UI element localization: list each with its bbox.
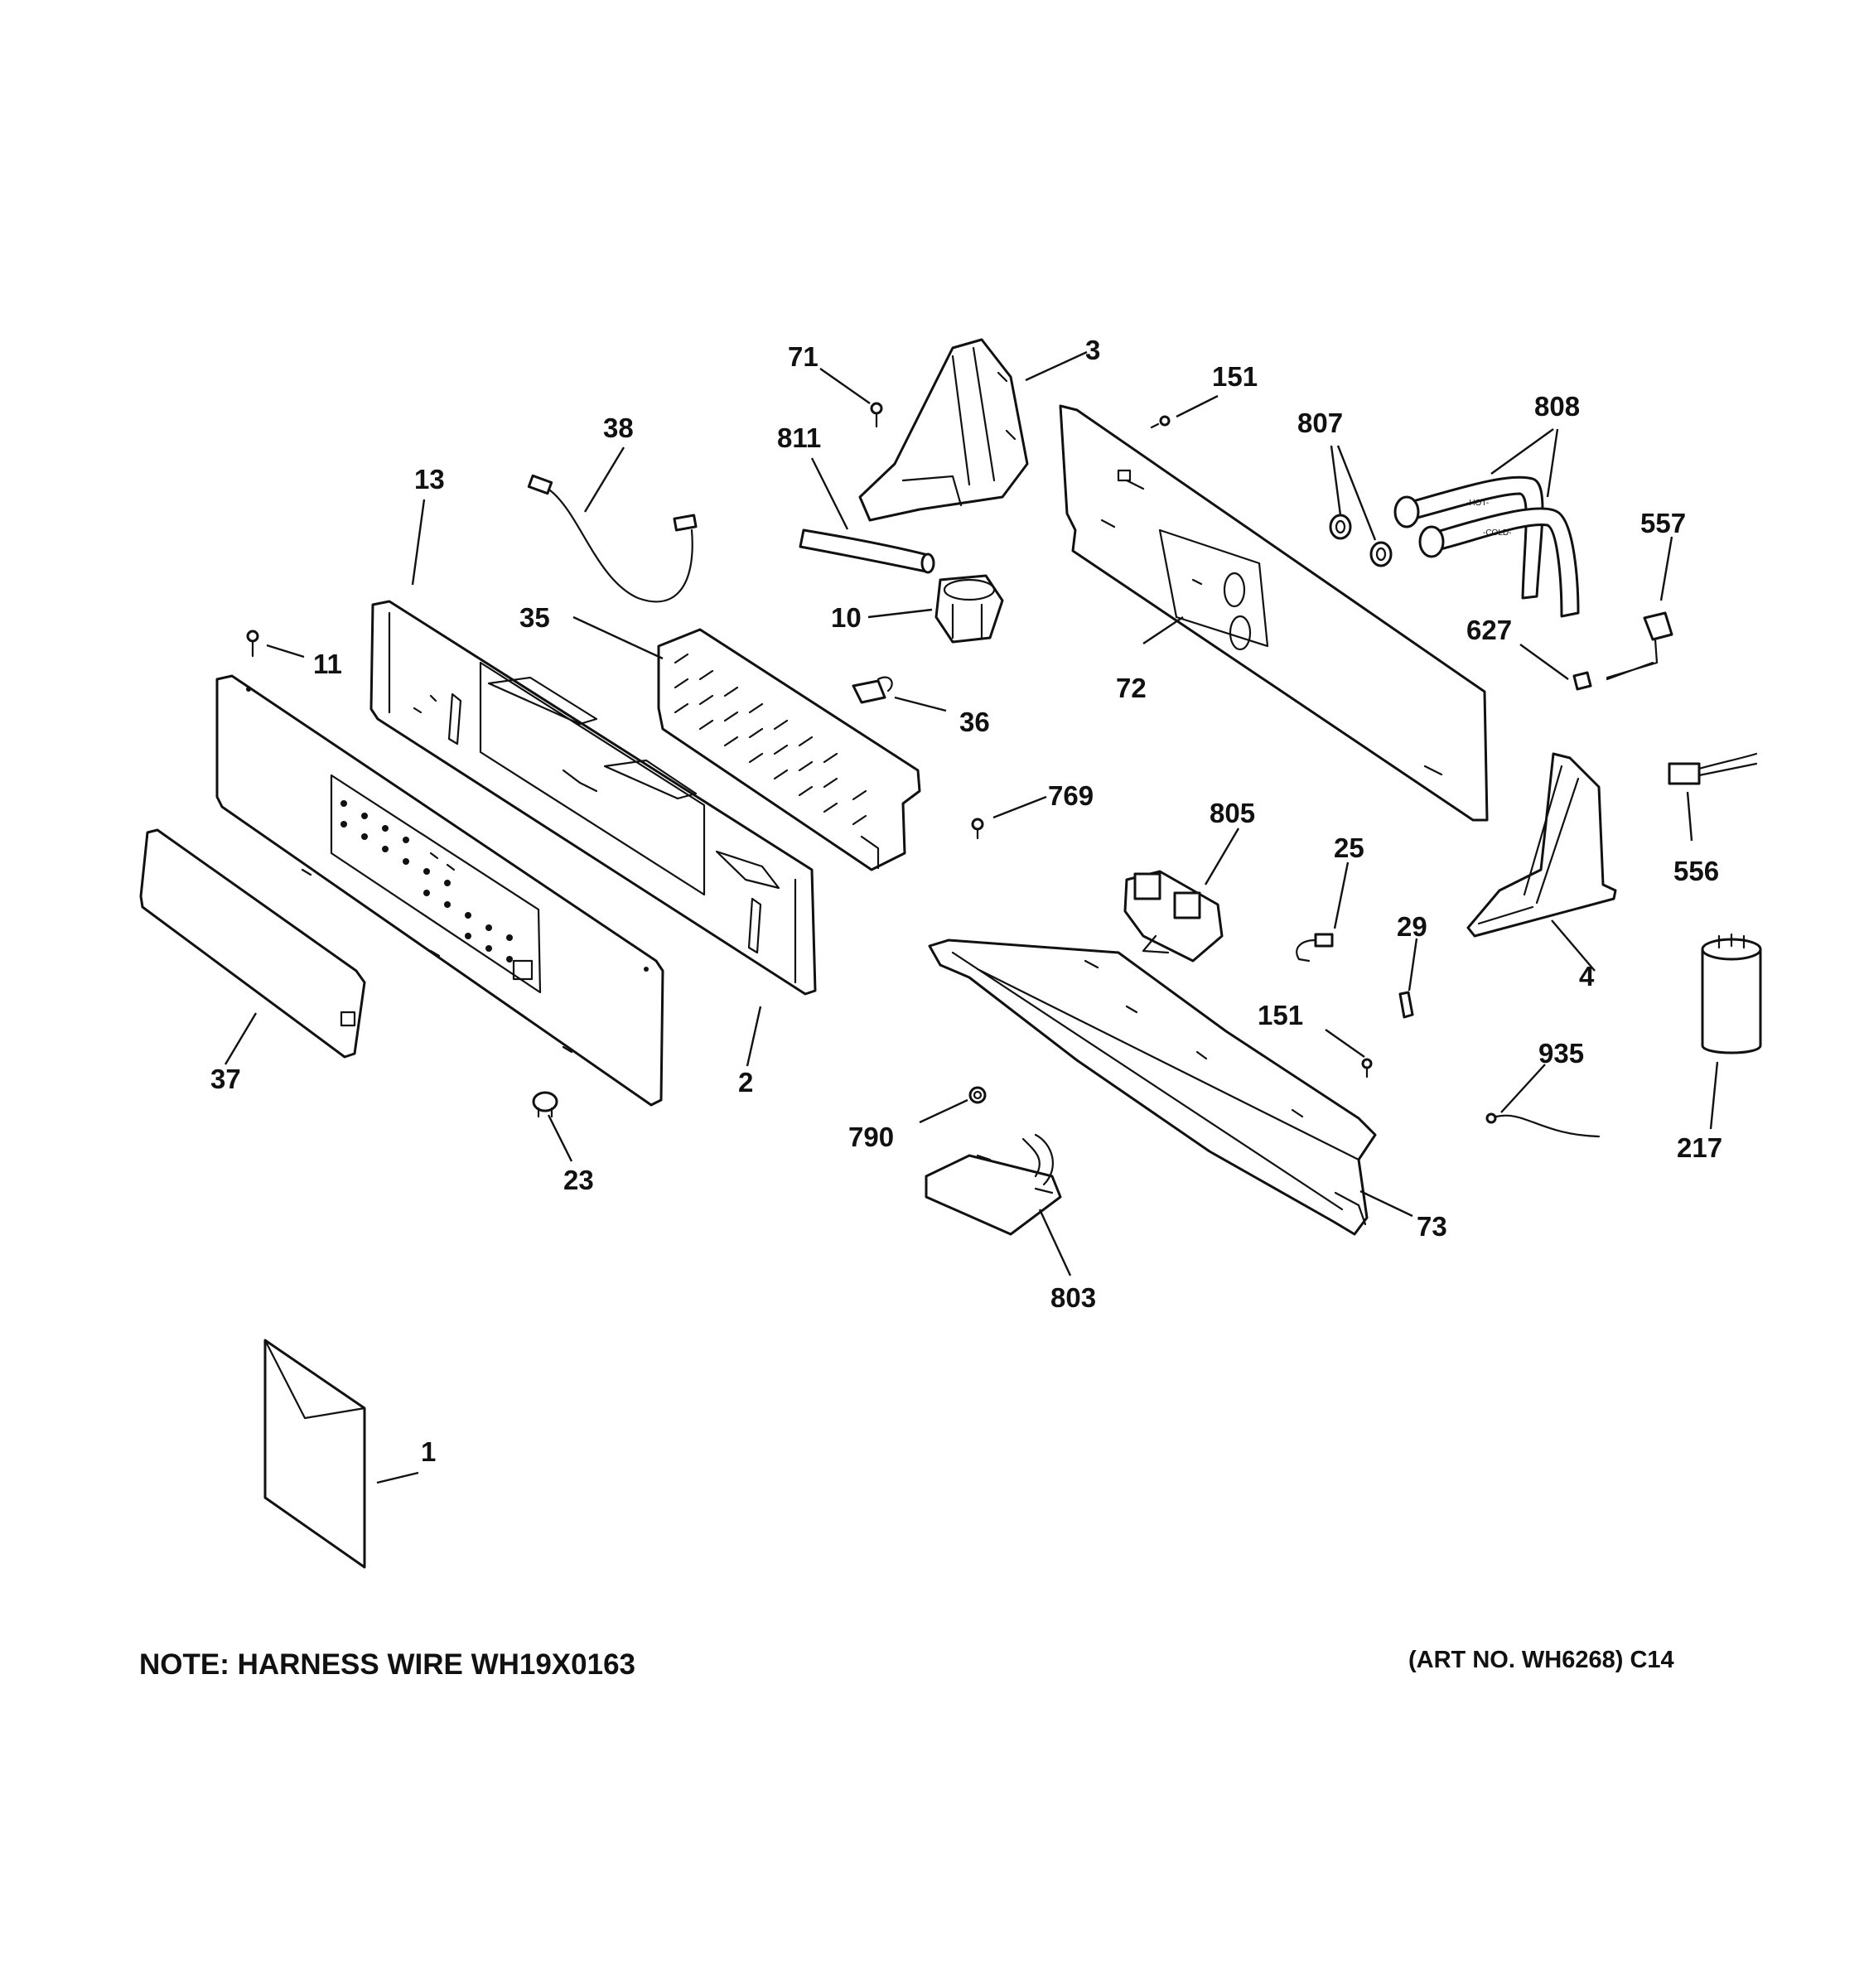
part-38-wire-harness (527, 474, 698, 603)
callout-807: 807 (1297, 408, 1343, 438)
callout-36: 36 (959, 707, 990, 737)
callout-769: 769 (1048, 780, 1094, 811)
callout-808: 808 (1534, 391, 1580, 422)
part-13-backsplash-frame (369, 600, 817, 996)
part-35-switch-housing (657, 628, 921, 871)
part-769-screw (971, 818, 984, 840)
part-1-literature (263, 1339, 366, 1569)
part-151-screw-top (1150, 415, 1171, 429)
callout-1: 1 (421, 1436, 436, 1467)
part-557-plug (1606, 611, 1673, 681)
part-3-left-bracket (858, 338, 1029, 522)
svg-text:-COLD-: -COLD- (1483, 528, 1511, 538)
callout-790: 790 (848, 1122, 894, 1152)
callout-935: 935 (1538, 1038, 1584, 1069)
callout-11: 11 (313, 649, 342, 679)
part-23-button (532, 1091, 558, 1118)
part-807-washers (1329, 514, 1393, 567)
callout-72: 72 (1116, 673, 1147, 703)
part-11-screw (246, 630, 259, 658)
callout-811: 811 (777, 422, 821, 453)
callout-73: 73 (1417, 1211, 1447, 1242)
part-808-inlet-hoses: -HOT- -COLD- (1393, 475, 1580, 618)
callout-38: 38 (603, 413, 634, 443)
part-72-back-panel (1059, 404, 1489, 822)
callout-627: 627 (1466, 615, 1512, 645)
part-36-clip (852, 676, 893, 704)
callout-556: 556 (1673, 856, 1719, 886)
part-935-wire (1485, 1112, 1601, 1138)
callout-71: 71 (788, 341, 819, 372)
callout-3: 3 (1085, 335, 1100, 365)
callout-4: 4 (1579, 961, 1595, 992)
callout-37: 37 (210, 1064, 241, 1094)
callout-151-bottom: 151 (1258, 1000, 1303, 1030)
part-811-hose (799, 528, 935, 574)
part-10-pressure-switch (934, 574, 1004, 644)
part-25-sensor (1296, 933, 1334, 963)
callout-10: 10 (831, 602, 862, 633)
callout-217: 217 (1677, 1132, 1722, 1163)
part-2-control-panel (215, 674, 664, 1107)
part-73-bottom-rail (928, 939, 1377, 1236)
part-37-cover-panel (139, 828, 366, 1059)
callout-29: 29 (1397, 911, 1427, 942)
part-805-water-valve (1123, 870, 1224, 963)
part-4-right-bracket (1466, 752, 1617, 938)
callout-557: 557 (1640, 508, 1686, 538)
part-217-capacitor (1701, 933, 1762, 1054)
art-number-note: (ART NO. WH6268) C14 (1408, 1647, 1674, 1673)
callout-151-top: 151 (1212, 361, 1258, 392)
part-71-screw (870, 402, 883, 428)
callout-labels: 71 3 151 807 808 38 811 13 557 35 10 627… (210, 335, 1722, 1467)
svg-text:-HOT-: -HOT- (1466, 499, 1489, 508)
callout-23: 23 (563, 1165, 594, 1195)
callout-25: 25 (1334, 832, 1364, 863)
callout-803: 803 (1050, 1282, 1096, 1313)
part-627-cap (1572, 671, 1592, 691)
callout-35: 35 (519, 602, 550, 633)
part-556-connector (1668, 752, 1758, 785)
callout-805: 805 (1210, 798, 1255, 828)
harness-wire-note: NOTE: HARNESS WIRE WH19X0163 (139, 1648, 636, 1681)
callout-2: 2 (738, 1067, 753, 1098)
part-29-clip (1398, 991, 1414, 1019)
leader-lines (224, 350, 1719, 1484)
part-790-clamp (968, 1086, 987, 1104)
part-803-drain-bracket (925, 1133, 1062, 1236)
part-151-screw-bottom (1361, 1058, 1373, 1078)
callout-13: 13 (414, 464, 445, 495)
